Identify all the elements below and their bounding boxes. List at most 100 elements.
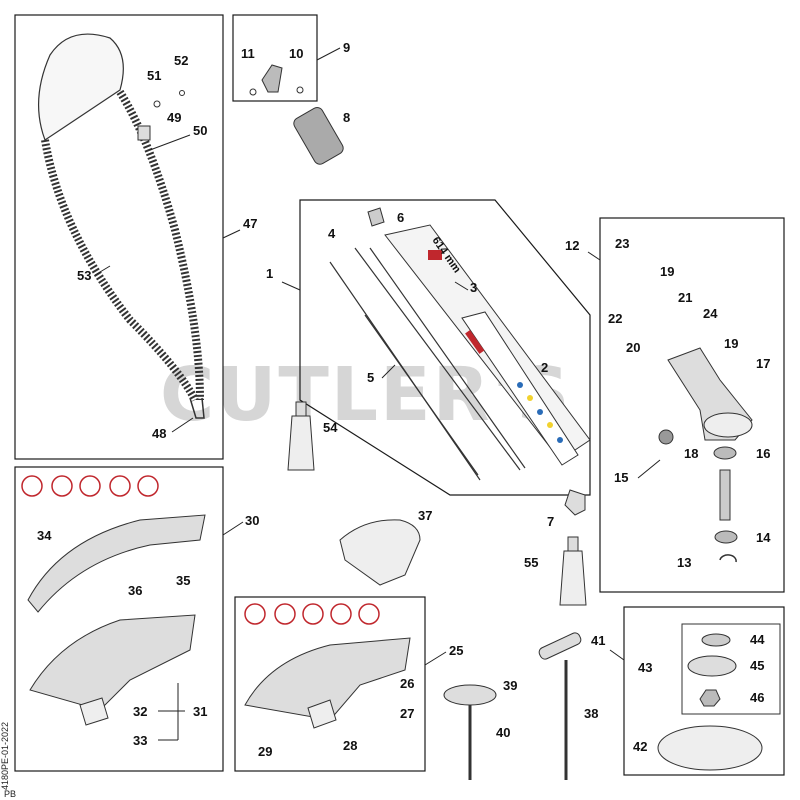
callout-49: 49: [167, 110, 181, 125]
nut-18: [658, 429, 674, 445]
callout-24: 24: [703, 306, 718, 321]
strap-buckle: [137, 125, 151, 141]
callout-36: 36: [128, 583, 142, 598]
hook-box: [232, 14, 318, 102]
callout-3: 3: [470, 280, 477, 295]
grass-guard: [244, 637, 411, 721]
plug: [367, 207, 385, 227]
callout-5: 5: [367, 370, 374, 385]
deflector-skirt: [27, 514, 206, 613]
clamp-plate-28: [307, 699, 337, 729]
callout-28: 28: [343, 738, 357, 753]
callout-35: 35: [176, 573, 190, 588]
nut: [153, 100, 161, 108]
carrying-hook: [261, 64, 283, 93]
label-red-band: [465, 330, 485, 354]
harness-box: [14, 14, 224, 460]
guard-box: [234, 596, 426, 772]
callout-37: 37: [418, 508, 432, 523]
side-code: 4180PE-01-2022: [0, 722, 10, 790]
callout-7: 7: [547, 514, 554, 529]
callout-4: 4: [328, 226, 336, 241]
callout-29: 29: [258, 744, 272, 759]
callout-15: 15: [614, 470, 628, 485]
callout-46: 46: [750, 690, 764, 705]
callout-51: 51: [147, 68, 161, 83]
grease-tube-55: [559, 536, 587, 606]
callout-22: 22: [608, 311, 622, 326]
thrust-plate: [443, 684, 497, 706]
end-cap: [564, 489, 586, 516]
callout-43: 43: [638, 660, 652, 675]
callout-41: 41: [591, 633, 605, 648]
callout-14: 14: [756, 530, 771, 545]
callout-50: 50: [193, 123, 207, 138]
callout-20: 20: [626, 340, 640, 355]
callout-12: 12: [565, 238, 579, 253]
head-subbox: [681, 623, 781, 715]
deflector-guard: [29, 614, 196, 711]
safety-glasses: [339, 519, 421, 586]
callout-25: 25: [449, 643, 463, 658]
washer: [179, 90, 185, 96]
combination-wrench: [538, 632, 582, 780]
callout-11: 11: [241, 46, 255, 61]
spindle: [719, 469, 731, 521]
callout-27: 27: [400, 706, 414, 721]
mowing-head-box: [623, 606, 785, 776]
gearhead-box: [599, 217, 785, 593]
callout-8: 8: [343, 110, 350, 125]
callout-34: 34: [37, 528, 52, 543]
callout-39: 39: [503, 678, 517, 693]
callout-44: 44: [750, 632, 765, 647]
callout-10: 10: [289, 46, 303, 61]
callout-38: 38: [584, 706, 598, 721]
callout-45: 45: [750, 658, 764, 673]
harness-strap: [38, 33, 205, 419]
callout-42: 42: [633, 739, 647, 754]
callout-54: 54: [323, 420, 338, 435]
bearing-16: [713, 446, 737, 460]
callout-13: 13: [677, 555, 691, 570]
warning-label: [428, 250, 442, 260]
spool-45: [687, 655, 737, 677]
tool-icons-top: [21, 475, 159, 497]
carabiner-hook: [189, 397, 205, 419]
callout-19b: 19: [724, 336, 738, 351]
ring-44: [701, 633, 731, 647]
callout-23: 23: [615, 236, 629, 251]
callout-26: 26: [400, 676, 414, 691]
callout-16: 16: [756, 446, 770, 461]
tool-icons-bottom: [244, 603, 380, 625]
callout-32: 32: [133, 704, 147, 719]
deflector-box: [14, 466, 224, 772]
guard-disc: [657, 725, 763, 771]
screw: [249, 88, 257, 96]
nut-46: [699, 689, 721, 707]
bearing-14: [714, 530, 738, 544]
callout-17: 17: [756, 356, 770, 371]
callout-33: 33: [133, 733, 147, 748]
circlip: [719, 554, 737, 563]
clamp-plate: [79, 697, 109, 726]
callout-9: 9: [343, 40, 350, 55]
callout-48: 48: [152, 426, 166, 441]
callout-21: 21: [678, 290, 692, 305]
nut: [296, 86, 304, 94]
callout-19a: 19: [660, 264, 674, 279]
callout-31: 31: [193, 704, 207, 719]
callout-47: 47: [243, 216, 257, 231]
drive-tube-box: [299, 199, 591, 496]
callout-55: 55: [524, 555, 538, 570]
callout-52: 52: [174, 53, 188, 68]
gear-housing: [667, 347, 753, 441]
callout-6: 6: [397, 210, 404, 225]
callout-53: 53: [77, 268, 91, 283]
callout-18: 18: [684, 446, 698, 461]
grip-sleeve: [293, 107, 344, 165]
footer-mark: PB: [4, 789, 16, 799]
callout-30: 30: [245, 513, 259, 528]
callout-2: 2: [541, 360, 548, 375]
grease-tube-54: [287, 401, 315, 471]
